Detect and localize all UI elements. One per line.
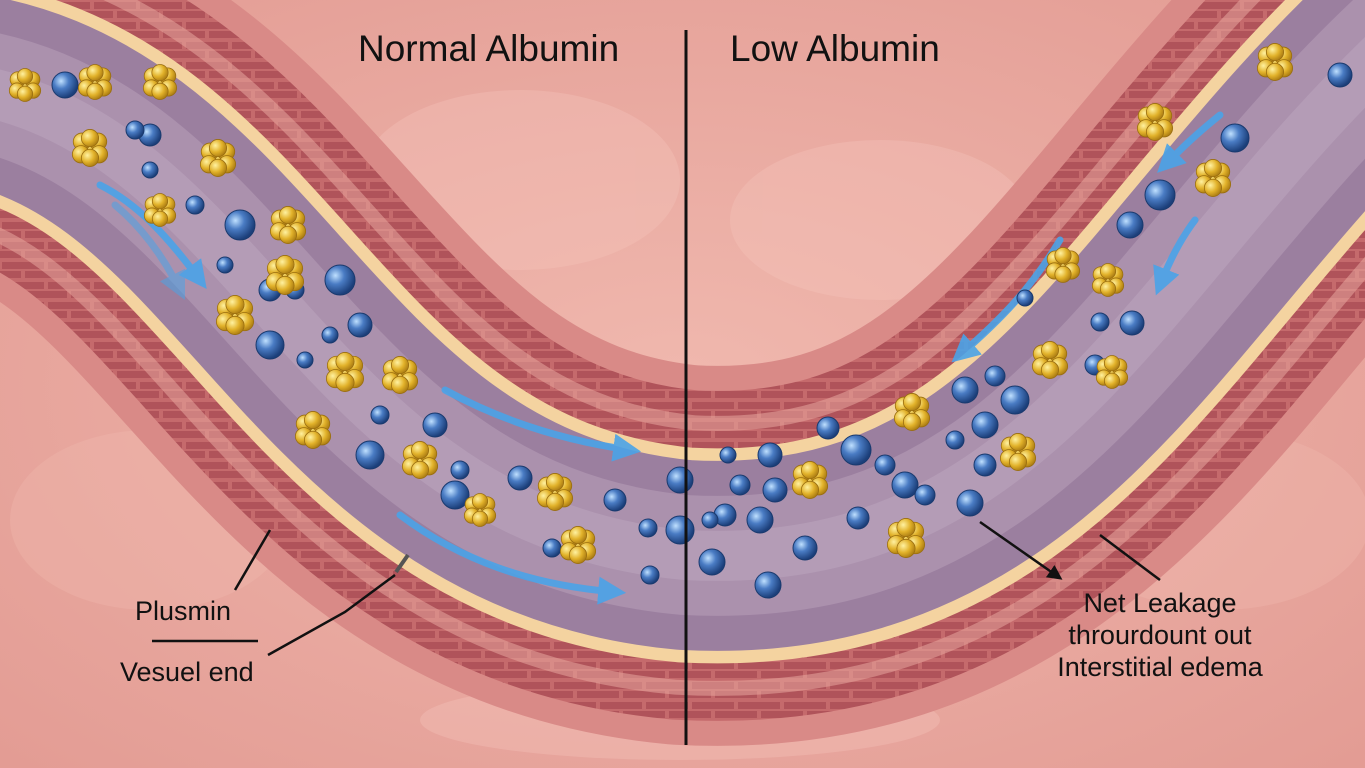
label-plusmin: Plusmin <box>135 596 231 627</box>
blood-cell-icon <box>720 447 736 463</box>
albumin-icon <box>887 518 924 557</box>
albumin-icon <box>1137 103 1172 140</box>
albumin-icon <box>1096 356 1127 389</box>
blood-cell-icon <box>1221 124 1249 152</box>
blood-cell-icon <box>604 489 626 511</box>
blood-cell-icon <box>667 467 693 493</box>
blood-cell-icon <box>356 441 384 469</box>
blood-cell-icon <box>847 507 869 529</box>
blood-cell-icon <box>217 257 233 273</box>
albumin-icon <box>295 411 330 448</box>
label-leakage-line2: throurdount out <box>1050 619 1270 651</box>
albumin-icon <box>792 461 827 498</box>
albumin-icon <box>1032 341 1067 378</box>
blood-cell-icon <box>423 413 447 437</box>
blood-cell-icon <box>957 490 983 516</box>
albumin-icon <box>464 494 495 527</box>
blood-cell-icon <box>126 121 144 139</box>
label-vessel-end: Vesuel end <box>120 657 254 688</box>
blood-cell-icon <box>1001 386 1029 414</box>
blood-cell-icon <box>186 196 204 214</box>
blood-cell-icon <box>972 412 998 438</box>
blood-cell-icon <box>641 566 659 584</box>
label-leakage-line3: Interstitial edema <box>1050 651 1270 683</box>
blood-cell-icon <box>508 466 532 490</box>
blood-cell-icon <box>702 512 718 528</box>
blood-cell-icon <box>322 327 338 343</box>
blood-cell-icon <box>817 417 839 439</box>
blood-cell-icon <box>225 210 255 240</box>
blood-cell-icon <box>1328 63 1352 87</box>
blood-cell-icon <box>793 536 817 560</box>
albumin-icon <box>72 129 107 166</box>
blood-cell-icon <box>543 539 561 557</box>
albumin-icon <box>266 255 303 294</box>
blood-cell-icon <box>639 519 657 537</box>
blood-cell-icon <box>763 478 787 502</box>
blood-cell-icon <box>451 461 469 479</box>
blood-cell-icon <box>985 366 1005 386</box>
blood-cell-icon <box>666 516 694 544</box>
heading-low-albumin: Low Albumin <box>730 28 940 70</box>
blood-cell-icon <box>371 406 389 424</box>
blood-cell-icon <box>256 331 284 359</box>
albumin-icon <box>560 526 595 563</box>
label-leakage: Net Leakage throurdount out Interstitial… <box>1050 587 1270 683</box>
albumin-icon <box>326 352 363 391</box>
blood-cell-icon <box>52 72 78 98</box>
blood-cell-icon <box>142 162 158 178</box>
blood-cell-icon <box>841 435 871 465</box>
blood-cell-icon <box>892 472 918 498</box>
albumin-icon <box>1195 159 1230 196</box>
blood-cell-icon <box>730 475 750 495</box>
albumin-icon <box>9 69 40 102</box>
albumin-icon <box>143 64 176 99</box>
blood-cell-icon <box>1091 313 1109 331</box>
blood-cell-icon <box>1145 180 1175 210</box>
blood-cell-icon <box>699 549 725 575</box>
albumin-icon <box>270 206 305 243</box>
albumin-icon <box>1257 43 1292 80</box>
albumin-icon <box>1092 264 1123 297</box>
blood-cell-icon <box>1017 290 1033 306</box>
albumin-icon <box>216 295 253 334</box>
albumin-icon <box>144 194 175 227</box>
albumin-icon <box>402 441 437 478</box>
blood-cell-icon <box>348 313 372 337</box>
blood-cell-icon <box>974 454 996 476</box>
albumin-icon <box>894 393 929 430</box>
blood-cell-icon <box>946 431 964 449</box>
blood-cell-icon <box>755 572 781 598</box>
albumin-icon <box>78 64 111 99</box>
blood-cell-icon <box>952 377 978 403</box>
blood-cell-icon <box>1120 311 1144 335</box>
heading-normal-albumin: Normal Albumin <box>358 28 619 70</box>
albumin-icon <box>200 139 235 176</box>
blood-cell-icon <box>297 352 313 368</box>
blood-cell-icon <box>325 265 355 295</box>
blood-cell-icon <box>758 443 782 467</box>
albumin-icon <box>537 473 572 510</box>
blood-cell-icon <box>915 485 935 505</box>
label-leakage-line1: Net Leakage <box>1050 587 1270 619</box>
blood-cell-icon <box>1117 212 1143 238</box>
albumin-icon <box>1000 433 1035 470</box>
blood-cell-icon <box>875 455 895 475</box>
albumin-icon <box>382 356 417 393</box>
blood-cell-icon <box>747 507 773 533</box>
albumin-icon <box>1046 247 1079 282</box>
